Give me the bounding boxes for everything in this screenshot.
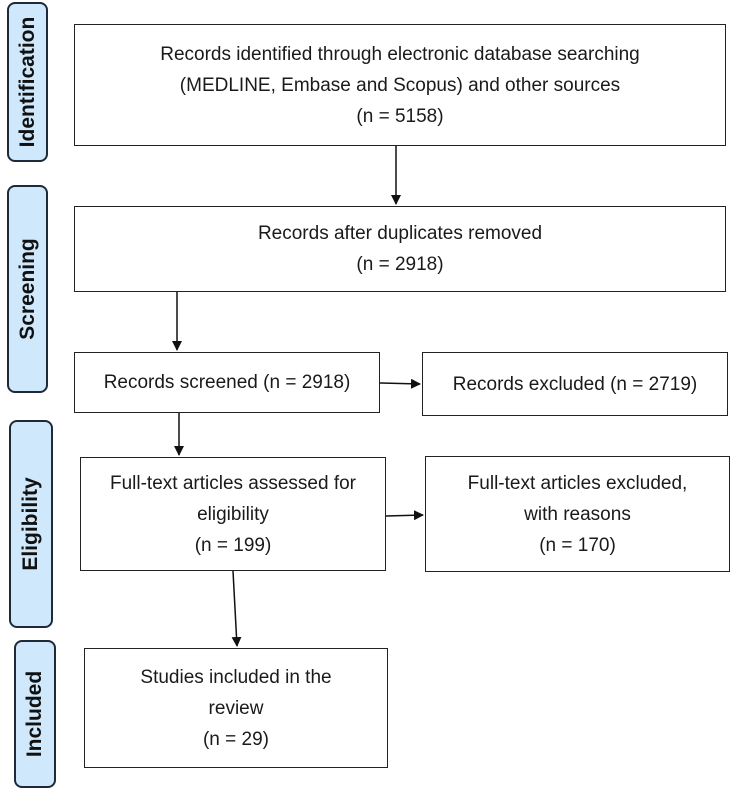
fulltext-excluded-line-1: Full-text articles excluded, xyxy=(467,472,688,494)
deduplicated-count: (n = 2918) xyxy=(356,254,444,275)
box-records-excluded: Records excluded (n = 2719) xyxy=(422,352,728,416)
arrow-fulltext-to-excluded xyxy=(385,510,424,521)
box-records-deduplicated: Records after duplicates removed (n = 29… xyxy=(74,206,726,292)
fulltext-assessed-line-1: Full-text articles assessed for xyxy=(109,472,357,494)
included-line-1: Studies included in the xyxy=(140,666,332,688)
box-records-screened: Records screened (n = 2918) xyxy=(74,352,380,413)
stage-tab-included: Included xyxy=(14,640,56,788)
fulltext-assessed-line-2: eligibility xyxy=(197,503,269,525)
deduplicated-line-1: Records after duplicates removed xyxy=(257,223,543,244)
fulltext-assessed-count: (n = 199) xyxy=(194,534,272,556)
box-fulltext-excluded: Full-text articles excluded, with reason… xyxy=(425,456,730,572)
arrow-fulltext-to-included xyxy=(231,570,242,647)
identified-count: (n = 5158) xyxy=(356,105,444,127)
identified-line-1: Records identified through electronic da… xyxy=(160,43,640,65)
included-count: (n = 29) xyxy=(202,728,269,750)
stage-tab-screening: Screening xyxy=(7,185,48,393)
box-records-identified: Records identified through electronic da… xyxy=(74,24,726,146)
excluded-text: Records excluded (n = 2719) xyxy=(452,373,698,395)
fulltext-excluded-count: (n = 170) xyxy=(539,534,616,556)
screened-text: Records screened (n = 2918) xyxy=(103,372,351,393)
box-fulltext-assessed: Full-text articles assessed for eligibil… xyxy=(80,457,386,571)
box-studies-included: Studies included in the review (n = 29) xyxy=(84,648,388,768)
identified-line-2: (MEDLINE, Embase and Scopus) and other s… xyxy=(179,74,621,96)
stage-tab-eligibility: Eligibility xyxy=(9,420,53,628)
included-line-2: review xyxy=(208,697,264,719)
fulltext-excluded-line-2: with reasons xyxy=(524,503,631,525)
stage-tab-identification: Identification xyxy=(7,2,48,162)
arrow-screened-to-excluded xyxy=(379,378,421,389)
